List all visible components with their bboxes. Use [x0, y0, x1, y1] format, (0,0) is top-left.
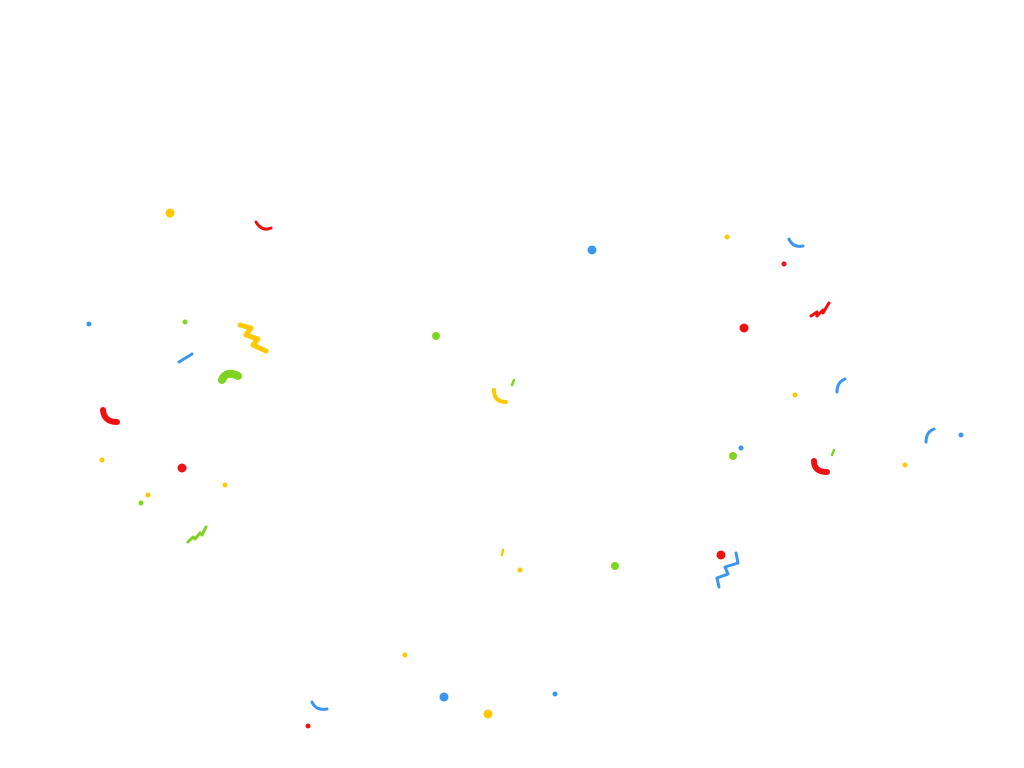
confetti-dot	[587, 245, 597, 255]
confetti-dot	[165, 208, 175, 218]
confetti-arc	[492, 388, 508, 404]
confetti-arc	[218, 369, 242, 384]
confetti-dot	[958, 432, 964, 438]
confetti-dot	[902, 462, 908, 468]
confetti-dot	[305, 723, 311, 729]
confetti-dot	[99, 457, 105, 463]
confetti-zigzag	[809, 301, 831, 318]
confetti-dot	[138, 500, 144, 506]
confetti-arc	[100, 407, 120, 425]
confetti-zigzag	[237, 322, 269, 354]
confetti-zigzag	[715, 551, 740, 589]
confetti-arc	[254, 220, 273, 231]
confetti-dot	[86, 321, 92, 327]
confetti-dot	[432, 332, 440, 340]
confetti-dot	[724, 234, 730, 240]
confetti-streak	[500, 548, 505, 557]
confetti-dot	[781, 261, 787, 267]
confetti-dot	[145, 492, 151, 498]
confetti-streak	[177, 352, 194, 364]
confetti-arc	[811, 458, 830, 475]
confetti-dot	[552, 691, 558, 697]
confetti-zigzag	[186, 525, 208, 544]
confetti-dot	[177, 463, 187, 473]
confetti-dot	[483, 709, 493, 719]
confetti-dot	[716, 550, 726, 560]
confetti-dot	[439, 692, 449, 702]
confetti-dot	[739, 323, 749, 333]
confetti-arc	[924, 427, 936, 444]
confetti-dot	[792, 392, 798, 398]
confetti-arc	[310, 700, 329, 711]
confetti-dot	[182, 319, 188, 325]
confetti-dot	[611, 562, 619, 570]
confetti-dot	[517, 567, 523, 573]
confetti-dot	[729, 452, 737, 460]
confetti-arc	[787, 237, 805, 248]
confetti-dot	[738, 445, 744, 451]
confetti-dot	[222, 482, 228, 488]
confetti-streak	[510, 378, 516, 387]
confetti-arc	[835, 377, 847, 394]
confetti-dot	[402, 652, 408, 658]
confetti-streak	[830, 448, 836, 457]
